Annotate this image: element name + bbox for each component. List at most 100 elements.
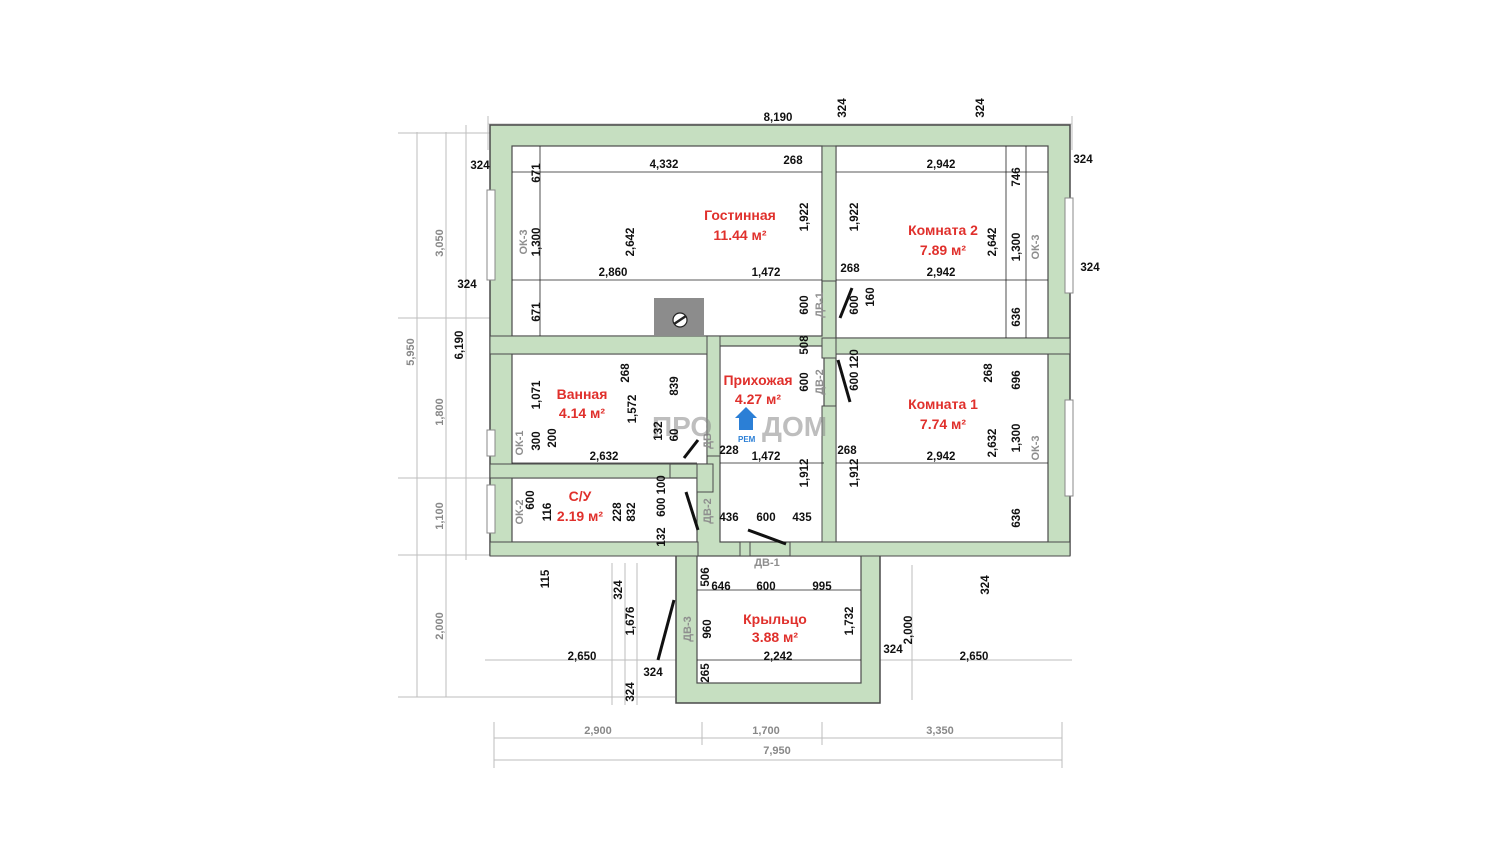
dim-2650a: 2,650 xyxy=(568,651,597,663)
dim-left-seg2: 1,800 xyxy=(434,398,446,426)
room-hall-area: 4.27 м² xyxy=(735,391,781,407)
dim-left-seg4: 2,000 xyxy=(434,612,446,640)
room-labels: Гостинная 11.44 м² Комната 2 7.89 м² Ван… xyxy=(557,207,979,645)
watermark: ПРО РЕМ ДОМ xyxy=(652,407,827,444)
house-icon xyxy=(735,407,757,430)
label-ok3-right-bottom: ОК-3 xyxy=(1030,435,1042,460)
dim-268d: 268 xyxy=(983,363,995,383)
dim-508: 508 xyxy=(799,335,811,355)
dim-268c: 268 xyxy=(620,363,632,383)
dim-2642a: 2,642 xyxy=(625,228,637,257)
dim-2642b: 2,642 xyxy=(987,228,999,257)
room-wc-area: 2.19 м² xyxy=(557,508,603,524)
dim-995: 995 xyxy=(812,581,832,593)
dim-324-tr: 324 xyxy=(1073,154,1093,166)
room-2-name: Комната 2 xyxy=(908,222,978,238)
dim-636a: 636 xyxy=(1011,307,1023,326)
dim-646: 646 xyxy=(711,581,730,593)
dim-324-porch-r: 324 xyxy=(643,667,663,679)
dim-600b: 600 xyxy=(849,295,861,314)
dim-1912a: 1,912 xyxy=(799,459,811,488)
overall-dimensions: 5,950 3,050 1,800 1,100 2,000 6,190 2,90… xyxy=(405,112,954,757)
dim-1572: 1,572 xyxy=(627,395,639,424)
dim-600c: 600 xyxy=(799,372,811,391)
interior-guides xyxy=(512,146,1048,661)
dim-bottom-total: 7,950 xyxy=(763,745,791,757)
dim-600d: 600 xyxy=(525,490,537,509)
dim-228a: 228 xyxy=(719,445,739,457)
dim-1922a: 1,922 xyxy=(799,203,811,232)
door-swings xyxy=(656,287,854,661)
dim-1300c: 1,300 xyxy=(1011,424,1023,453)
dim-1472b: 1,472 xyxy=(752,451,781,463)
dim-bottom-seg2: 1,700 xyxy=(752,725,780,737)
room-porch-name: Крыльцо xyxy=(743,611,807,627)
watermark-right: ДОМ xyxy=(762,411,827,442)
dim-600-120: 600 120 xyxy=(849,349,861,391)
dim-1300b: 1,300 xyxy=(1011,233,1023,262)
opening-labels: ОК-3 ОК-1 ОК-2 ОК-3 ОК-3 ДВ-1 ДВ-2 ДВ ДВ… xyxy=(514,229,1042,641)
dim-600-100: 600 100 xyxy=(656,475,668,517)
room-1-area: 7.74 м² xyxy=(920,416,966,432)
dim-268e: 268 xyxy=(837,445,857,457)
dim-132b: 132 xyxy=(656,527,668,546)
label-ok2: ОК-2 xyxy=(514,499,526,524)
watermark-left: ПРО xyxy=(652,411,712,442)
dim-1300a: 1,300 xyxy=(531,228,543,257)
watermark-sub: РЕМ xyxy=(738,435,756,444)
label-dv2-wc: ДВ-2 xyxy=(702,498,714,524)
label-dv3: ДВ-3 xyxy=(682,616,694,642)
dim-132a: 132 xyxy=(653,421,665,440)
dim-746: 746 xyxy=(1011,167,1023,186)
dim-300: 300 xyxy=(531,431,543,450)
label-dv-bath: ДВ xyxy=(702,433,714,449)
dim-600e: 600 xyxy=(756,512,775,524)
dim-2650b: 2,650 xyxy=(960,651,989,663)
dim-2632a: 2,632 xyxy=(590,451,619,463)
dim-324-top1: 324 xyxy=(837,98,849,118)
dim-324-bottom: 324 xyxy=(625,682,637,702)
dim-671b: 671 xyxy=(531,302,543,322)
label-ok3-right-top: ОК-3 xyxy=(1030,234,1042,259)
dim-228b: 228 xyxy=(612,502,624,522)
dim-2942a: 2,942 xyxy=(927,159,956,171)
dim-1922b: 1,922 xyxy=(849,203,861,232)
dim-60: 60 xyxy=(669,429,681,442)
dim-324-mr: 324 xyxy=(1080,262,1100,274)
label-ok1: ОК-1 xyxy=(514,430,526,455)
room-porch-area: 3.88 м² xyxy=(752,629,798,645)
dim-324-right-ext: 324 xyxy=(980,575,992,595)
dim-2632b: 2,632 xyxy=(987,429,999,458)
dim-top-total: 8,190 xyxy=(764,112,793,124)
dim-1676: 1,676 xyxy=(625,607,637,636)
dim-324-top2: 324 xyxy=(975,98,987,118)
label-ok3-left: ОК-3 xyxy=(518,229,530,254)
dim-600f: 600 xyxy=(756,581,775,593)
dim-506: 506 xyxy=(700,567,712,586)
room-bath-name: Ванная xyxy=(557,386,608,402)
dim-bottom-seg3: 3,350 xyxy=(926,725,954,737)
dim-1472a: 1,472 xyxy=(752,267,781,279)
label-dv2-mid: ДВ-2 xyxy=(814,369,826,395)
dim-2942b: 2,942 xyxy=(927,267,956,279)
dim-324-tl: 324 xyxy=(470,160,490,172)
room-bath-area: 4.14 м² xyxy=(559,405,605,421)
label-dv1-top: ДВ-1 xyxy=(814,292,826,318)
dim-324-wall: 324 xyxy=(613,580,625,600)
room-hall-name: Прихожая xyxy=(723,372,792,388)
dim-160: 160 xyxy=(865,287,877,306)
room-living-name: Гостинная xyxy=(704,207,776,223)
dim-2000: 2,000 xyxy=(903,616,915,645)
dim-324-ml: 324 xyxy=(457,279,477,291)
room-wc-name: С/У xyxy=(569,488,592,504)
dim-left-total: 5,950 xyxy=(405,338,417,366)
dim-268a: 268 xyxy=(783,155,803,167)
dim-bottom-seg1: 2,900 xyxy=(584,725,612,737)
dim-2942c: 2,942 xyxy=(927,451,956,463)
dim-435: 435 xyxy=(792,512,812,524)
dim-1071: 1,071 xyxy=(531,380,543,409)
label-dv1-entry: ДВ-1 xyxy=(754,557,780,569)
dim-1732: 1,732 xyxy=(844,607,856,636)
dim-268b: 268 xyxy=(840,263,860,275)
